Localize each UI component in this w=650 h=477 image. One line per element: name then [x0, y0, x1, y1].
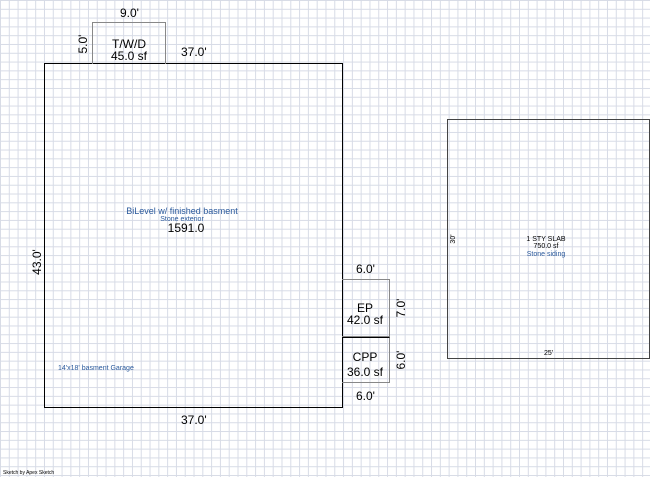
- twd-top-dimension: 9.0': [120, 6, 139, 20]
- twd-outline: [92, 22, 166, 64]
- slab-area: 750.0 sf: [533, 243, 559, 250]
- ep-outline: [342, 279, 390, 337]
- garage-note: 14'x18' basment Garage: [58, 365, 134, 372]
- sketch-credit: Sketch by Apex Sketch: [3, 470, 55, 476]
- ep-side-dimension: 7.0': [394, 298, 408, 318]
- cpp-label: CPP: [352, 350, 378, 364]
- ep-label: EP: [356, 301, 373, 315]
- slab-label: 1 STY SLAB: [526, 236, 566, 243]
- twd-label: T/W/D: [112, 37, 146, 51]
- main-building-outline: [44, 63, 343, 408]
- cpp-outline: [342, 337, 390, 383]
- twd-area: 45.0 sf: [110, 49, 148, 63]
- cpp-area: 36.0 sf: [346, 365, 384, 379]
- main-bottom-dimension: 37.0': [181, 413, 207, 427]
- slab-note: Stone siding: [526, 251, 566, 258]
- twd-side-dimension: 5.0': [76, 34, 90, 54]
- main-top-dimension: 37.0': [181, 45, 207, 59]
- main-area: 1591.0: [167, 221, 205, 235]
- cpp-side-dimension: 6.0': [394, 350, 408, 370]
- slab-side-dimension: 30': [450, 234, 457, 244]
- cpp-bottom-dimension: 6.0': [356, 389, 375, 403]
- slab-bottom-dimension: 25': [544, 350, 554, 357]
- main-left-dimension: 43.0': [30, 249, 44, 275]
- main-label: BiLevel w/ finished basment: [126, 206, 238, 216]
- main-sublabel: Stone exterior: [160, 216, 204, 223]
- ep-top-dimension: 6.0': [356, 262, 375, 276]
- ep-area: 42.0 sf: [346, 313, 384, 327]
